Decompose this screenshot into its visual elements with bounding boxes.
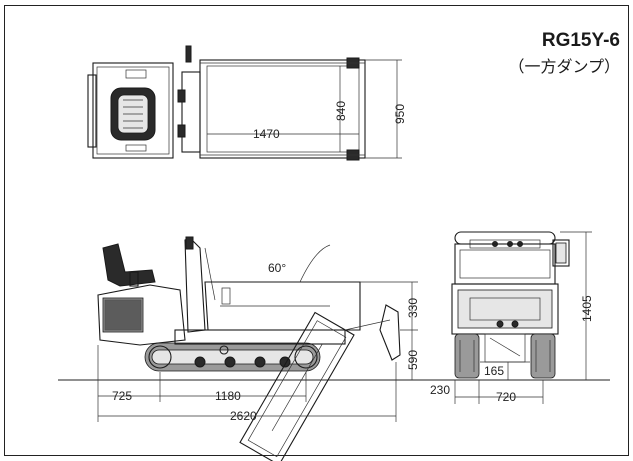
seat-side-icon — [102, 243, 156, 287]
raised-bed — [239, 311, 355, 461]
dim-total-width: 950 — [393, 104, 407, 124]
side-view: 60° 330 590 725 1180 2620 — [58, 236, 440, 461]
dim-bed-length: 1470 — [253, 127, 280, 141]
right-track-rear — [530, 333, 556, 379]
dim-track-width: 230 — [430, 383, 450, 397]
dump-bed-top — [199, 59, 366, 159]
dim-bed-floor-height: 590 — [406, 350, 420, 370]
model-title: RG15Y-6 — [541, 30, 620, 51]
rear-view: 1405 165 230 720 — [430, 231, 610, 404]
dump-bed-side — [204, 281, 361, 331]
top-view: 1470 840 950 — [87, 45, 407, 161]
model-subtitle: （一方ダンプ） — [508, 57, 620, 76]
page-border — [4, 5, 629, 456]
dim-bed-height: 330 — [406, 298, 420, 318]
dim-dump-angle: 60° — [268, 261, 286, 275]
dim-total-length: 2620 — [230, 409, 257, 423]
dim-bed-width: 840 — [334, 101, 348, 121]
dim-front-overhang: 725 — [112, 389, 132, 403]
dim-track-length: 1180 — [215, 389, 241, 403]
dim-total-height: 1405 — [580, 295, 594, 322]
left-track-rear — [454, 333, 480, 379]
dim-tread-width: 720 — [496, 390, 516, 404]
dim-ground-clearance: 165 — [484, 364, 504, 378]
